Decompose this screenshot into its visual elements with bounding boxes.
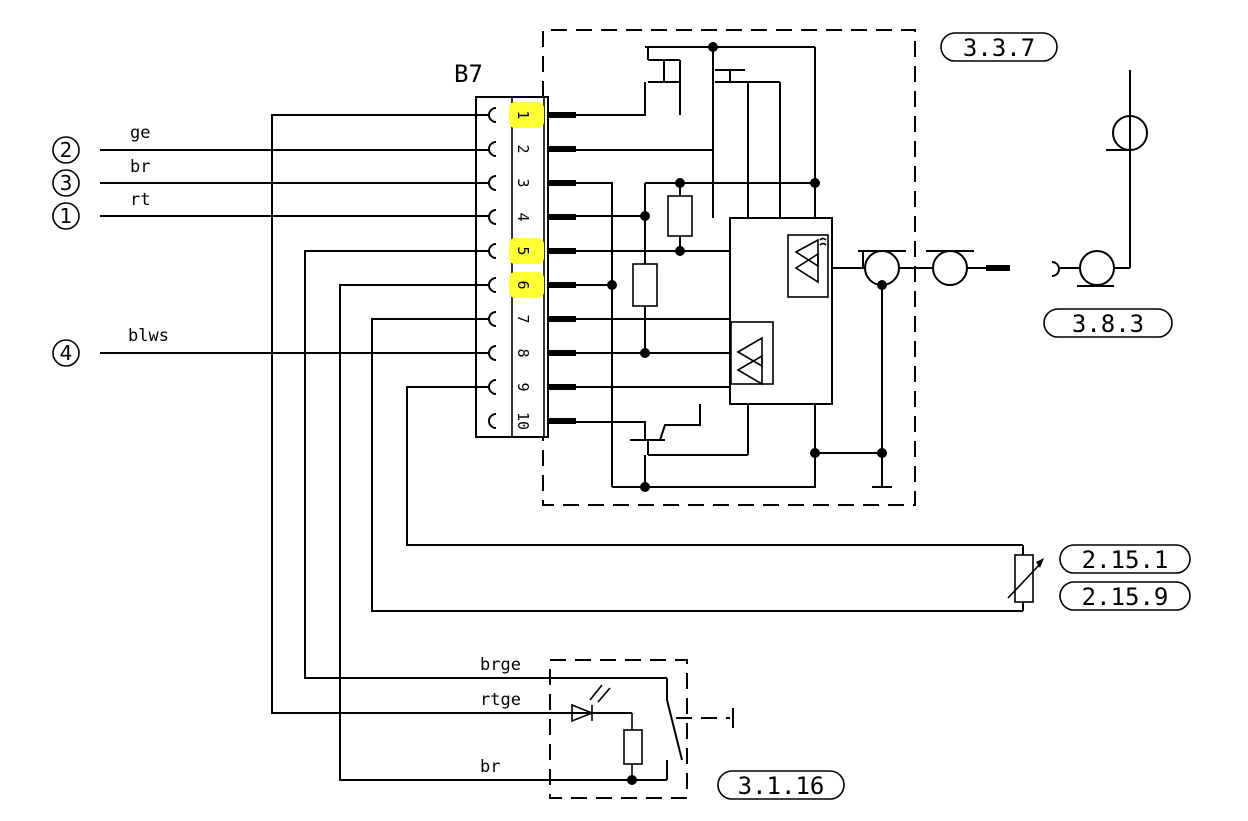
switch-box xyxy=(549,659,688,799)
comparator-symbol xyxy=(730,321,774,385)
pin-labels: 1 2 3 4 5 6 7 8 9 10 xyxy=(514,110,532,430)
input-1: 1 rt xyxy=(52,190,490,230)
input-marker-circle xyxy=(52,169,80,197)
input-marker-circle xyxy=(52,202,80,230)
sensor-reference-a: 2.15.1 xyxy=(1059,544,1191,574)
reference-badge xyxy=(717,770,845,800)
input-number: 1 xyxy=(60,204,73,228)
coax-plug xyxy=(932,250,968,286)
input-number: 4 xyxy=(60,341,73,365)
wire-color-label: br xyxy=(480,757,500,777)
reference-badge xyxy=(1059,581,1191,611)
wire-color-label: rtge xyxy=(480,690,521,710)
wire-color-label: ge xyxy=(130,123,150,143)
sensor-reference-b: 2.15.9 xyxy=(1059,581,1191,611)
svg-text:3.8.3: 3.8.3 xyxy=(1072,310,1144,338)
input-4: 4 blws xyxy=(52,326,490,367)
wire-color-label: brge xyxy=(480,655,521,675)
led-symbol xyxy=(571,703,595,723)
switch-module: brge rtge br 3.1.16 xyxy=(480,655,845,800)
left-loop-wires xyxy=(271,114,1023,781)
pin-socket xyxy=(488,141,497,157)
svg-text:2.15.1: 2.15.1 xyxy=(1082,546,1169,574)
antenna-reference: 3.8.3 xyxy=(1043,308,1173,338)
wire-color-label: blws xyxy=(128,326,169,346)
connector-b7: B7 1 2 3 4 5 6 7 8 9 10 xyxy=(454,60,576,438)
pin-highlight xyxy=(509,238,544,264)
antenna-connector: 3.8.3 xyxy=(1043,70,1173,338)
pin-socket xyxy=(488,345,497,361)
reference-badge xyxy=(1043,308,1173,338)
pin-socket xyxy=(488,413,497,429)
pin-number: 6 xyxy=(514,280,532,289)
variable-resistor xyxy=(1014,554,1034,603)
resistor xyxy=(623,729,643,765)
pin-terminals xyxy=(548,112,576,424)
input-number: 3 xyxy=(60,171,73,195)
reference-badge xyxy=(940,32,1058,62)
input-marker-circle xyxy=(52,339,80,367)
pin-number: 5 xyxy=(514,246,532,255)
input-2: 2 ge xyxy=(52,123,490,164)
switch-contact xyxy=(666,699,683,761)
pin-socket xyxy=(488,311,497,327)
pin-sockets xyxy=(488,107,497,429)
svg-text:2.15.9: 2.15.9 xyxy=(1082,583,1169,611)
pin-socket xyxy=(488,277,497,293)
coax-socket xyxy=(864,250,900,286)
svg-text:3.3.7: 3.3.7 xyxy=(963,34,1035,62)
reference-badge xyxy=(1059,544,1191,574)
module-reference: 3.3.7 xyxy=(940,32,1058,62)
pin-number: 7 xyxy=(514,314,532,323)
module-box: 3.3.7 xyxy=(542,29,1058,506)
wire-color-label: br xyxy=(130,157,150,177)
pin-number: 10 xyxy=(514,412,532,430)
pin-socket xyxy=(488,107,497,123)
resistor xyxy=(667,195,693,237)
resistor xyxy=(632,263,658,307)
amplifier-symbol xyxy=(787,234,829,298)
pin-number: 8 xyxy=(514,348,532,357)
pin-highlight xyxy=(509,102,544,128)
pin-socket xyxy=(488,379,497,395)
ic-block xyxy=(729,217,833,405)
pin-socket xyxy=(488,209,497,225)
wire-color-label: rt xyxy=(130,190,150,210)
switch-reference: 3.1.16 xyxy=(717,770,845,800)
input-marker-circle xyxy=(52,136,80,164)
pin-highlights xyxy=(509,102,544,298)
pin-socket xyxy=(488,243,497,259)
pin-number: 9 xyxy=(514,382,532,391)
input-number: 2 xyxy=(60,138,73,162)
pin-number: 2 xyxy=(514,144,532,153)
input-3: 3 br xyxy=(52,157,490,197)
pin-number: 3 xyxy=(514,178,532,187)
pin-number: 1 xyxy=(514,110,532,119)
sensor: 2.15.1 2.15.9 xyxy=(1007,544,1191,611)
svg-text:3.1.16: 3.1.16 xyxy=(738,772,825,800)
pin-highlight xyxy=(509,272,544,298)
pin-socket xyxy=(488,175,497,191)
connector-label: B7 xyxy=(454,60,483,88)
pin-number: 4 xyxy=(514,212,532,221)
